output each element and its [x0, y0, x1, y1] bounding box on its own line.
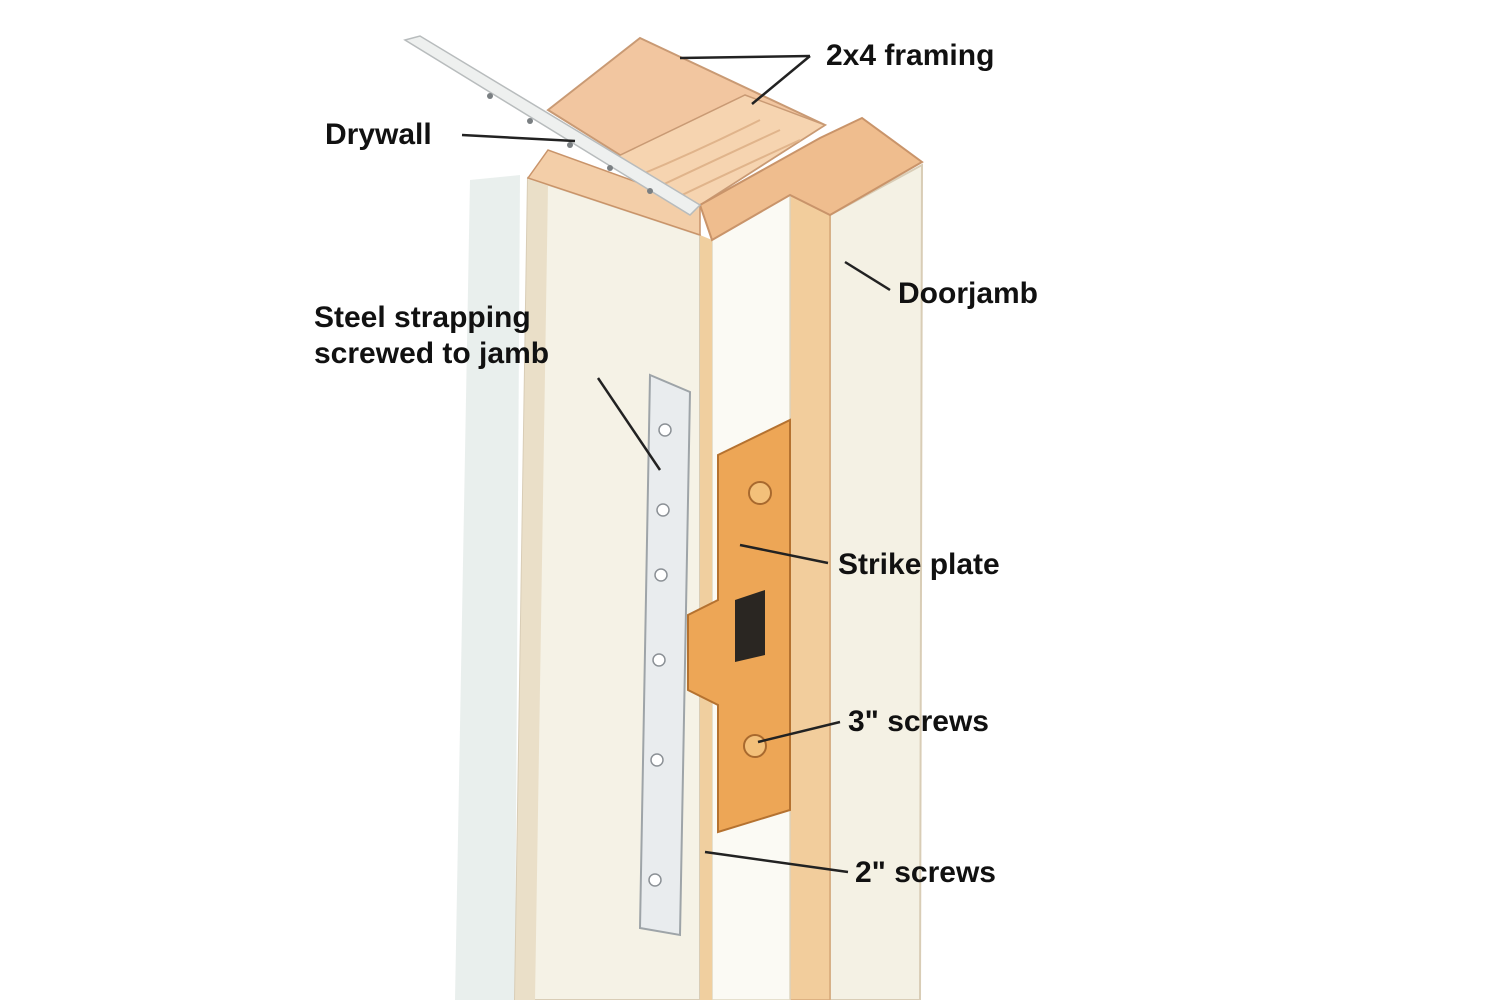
- label-steel-strapping-line2: screwed to jamb: [314, 336, 549, 372]
- leader-framing-1: [680, 56, 810, 58]
- doorjamb-stop-edge: [790, 195, 830, 1000]
- steel-strapping: [640, 375, 690, 935]
- label-drywall: Drywall: [325, 117, 432, 153]
- strike-plate-opening: [735, 590, 765, 662]
- leader-framing-2: [752, 56, 810, 104]
- wall-shadow: [455, 175, 520, 1000]
- strike-screw-bottom: [744, 735, 766, 757]
- label-3in-screws: 3" screws: [848, 704, 989, 740]
- label-strike-plate: Strike plate: [838, 547, 1000, 583]
- strike-screw-top: [749, 482, 771, 504]
- label-steel-strapping-line1: Steel strapping: [314, 300, 531, 336]
- leader-drywall: [462, 135, 575, 141]
- label-doorjamb: Doorjamb: [898, 276, 1038, 312]
- label-2in-screws: 2" screws: [855, 855, 996, 891]
- label-2x4-framing: 2x4 framing: [826, 38, 994, 74]
